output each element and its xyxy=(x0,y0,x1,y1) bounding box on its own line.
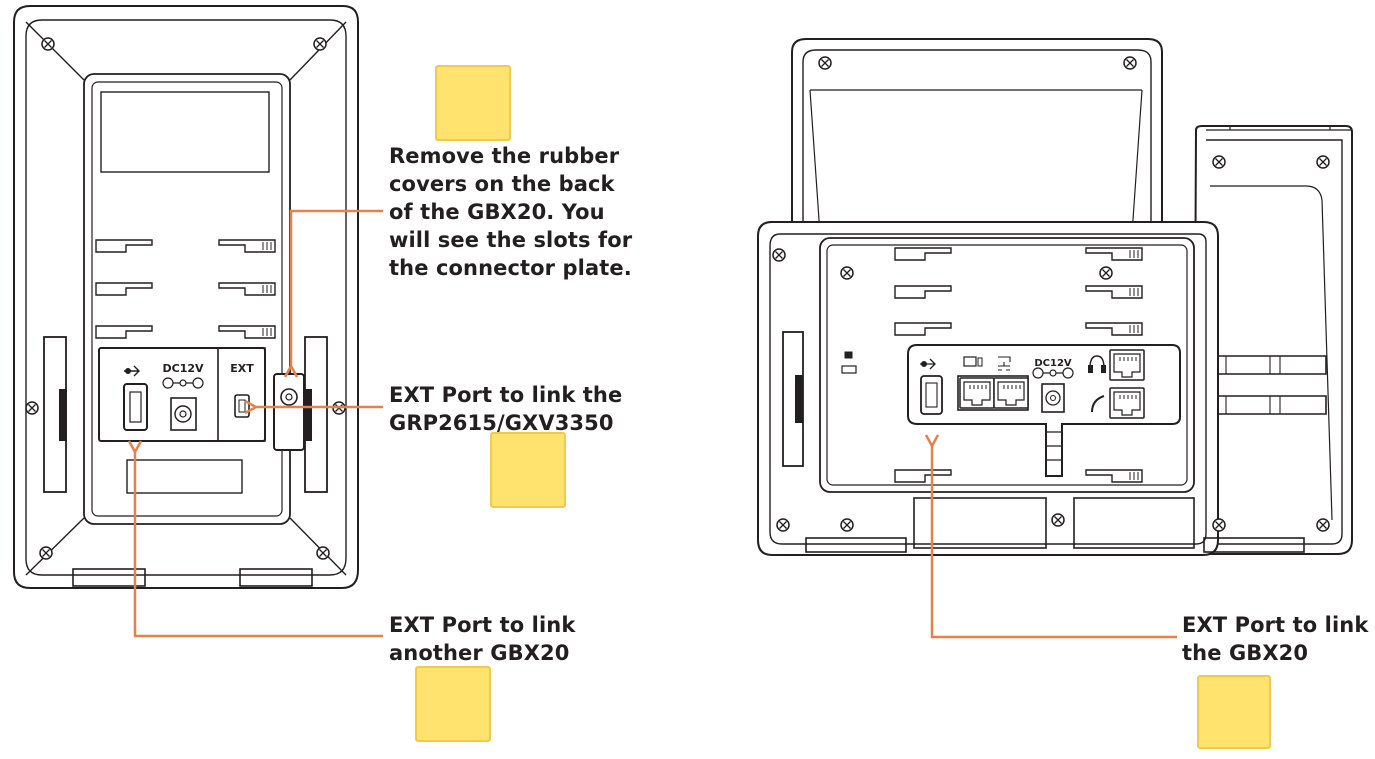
callout-line: EXT Port to link the xyxy=(389,383,623,407)
note-square xyxy=(1197,675,1271,749)
phone-device xyxy=(757,38,1353,556)
leader-ext-another xyxy=(135,452,383,638)
callout-line: of the GBX20. You xyxy=(389,200,605,224)
callout-rubber-covers: Remove the rubber covers on the back of … xyxy=(389,142,632,282)
leader-rubber-covers xyxy=(291,209,383,366)
callout-line: will see the slots for xyxy=(389,228,633,252)
callout-line: covers on the back xyxy=(389,172,615,196)
gbx20-ext-label: EXT xyxy=(230,362,254,375)
note-square xyxy=(435,65,511,141)
callout-ext-port-another: EXT Port to link another GBX20 xyxy=(389,611,575,667)
callout-line: EXT Port to link xyxy=(1182,613,1369,637)
phone-dc-label: DC12V xyxy=(1034,358,1072,369)
callout-line: the connector plate. xyxy=(389,256,632,280)
gbx20-dc-label: DC12V xyxy=(162,362,204,375)
callout-line: another GBX20 xyxy=(389,641,570,665)
leader-lines xyxy=(135,209,1177,639)
callout-line: the GBX20 xyxy=(1182,641,1309,665)
leader-ext-gbx20 xyxy=(932,446,1177,639)
callout-ext-port-gbx20: EXT Port to link the GBX20 xyxy=(1182,611,1368,667)
note-square xyxy=(490,432,566,508)
gbx20-device xyxy=(13,5,359,589)
callout-line: GRP2615/GXV3350 xyxy=(389,411,614,435)
note-square xyxy=(415,666,491,742)
callout-line: EXT Port to link xyxy=(389,613,576,637)
callout-ext-port-phone: EXT Port to link the GRP2615/GXV3350 xyxy=(389,381,622,437)
callout-line: Remove the rubber xyxy=(389,144,620,168)
